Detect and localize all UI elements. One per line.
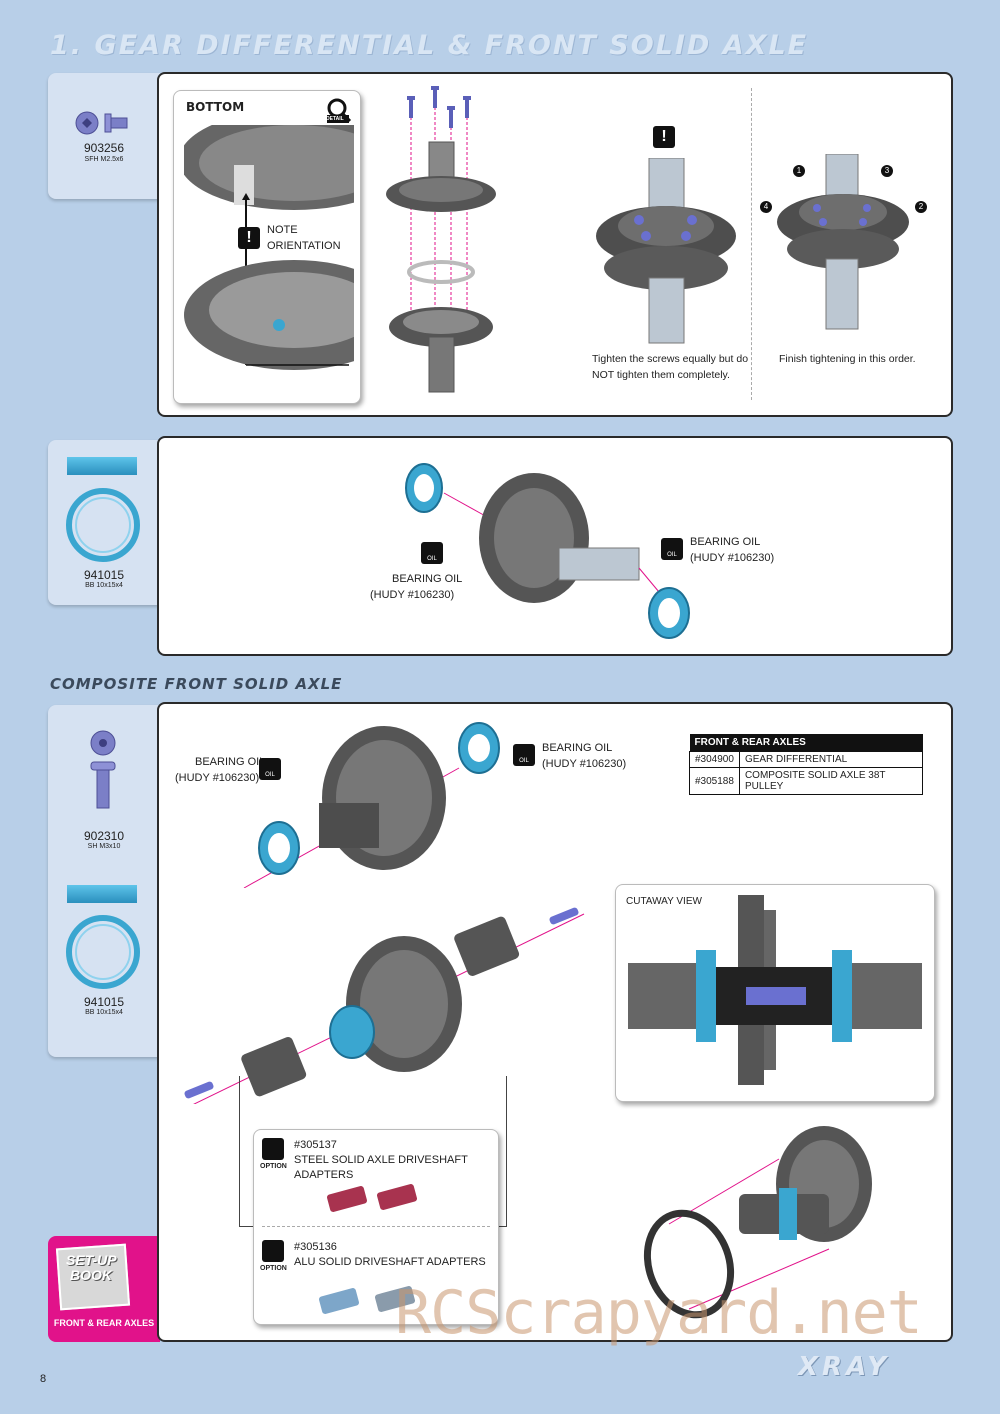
diff-assembly-order-illustration (777, 154, 909, 330)
oil-icon: OIL (661, 538, 683, 560)
part-code: #305188 (689, 767, 740, 795)
part-number: 941015 (83, 568, 125, 582)
bearing-oil-label: BEARING OIL (392, 573, 463, 585)
note-label: NOTE (267, 224, 298, 236)
option-code: #305137 (294, 1139, 337, 1151)
step-panel-2: OIL BEARING OIL (HUDY #106230) OIL BEARI… (157, 436, 953, 656)
diff-case-detail-illustration (184, 125, 354, 370)
oil-icon: OIL (421, 542, 443, 564)
tighten-caption-line2: NOT tighten them completely. (592, 369, 730, 381)
detail-label: DETAIL (326, 116, 344, 122)
bearing-oil-ref: (HUDY #106230) (690, 552, 775, 564)
option-divider (262, 1226, 490, 1227)
part-number: 941015 (83, 995, 125, 1009)
page-number: 8 (40, 1373, 47, 1385)
bottom-label: BOTTOM (186, 100, 245, 114)
order-badge-2: 2 (915, 201, 927, 213)
bearing-face-icon (66, 488, 140, 562)
diff-exploded-illustration (386, 86, 496, 393)
brand-logo: XRAY (798, 1352, 891, 1382)
bearing-oil-ref: (HUDY #106230) (542, 758, 627, 770)
thumbs-up-icon (262, 1240, 284, 1262)
thumbs-up-icon (262, 1138, 284, 1160)
orientation-label: ORIENTATION (267, 240, 341, 252)
oil-icon: OIL (513, 744, 535, 766)
option-name: ALU SOLID DRIVESHAFT ADAPTERS (294, 1256, 486, 1268)
option-box: OPTION #305137 STEEL SOLID AXLE DRIVESHA… (253, 1129, 499, 1325)
setup-book-title: BOOK (70, 1267, 112, 1283)
step-panel-3: BEARING OIL (HUDY #106230) OIL OIL BEARI… (157, 702, 953, 1342)
screw-902310-icon (90, 730, 116, 809)
part-description: BB 10x15x4 (85, 1009, 123, 1016)
screw-903256-icon (75, 111, 128, 135)
option-code: #305136 (294, 1241, 337, 1253)
step-divider (751, 88, 752, 400)
part-description: SFH M2.5x6 (84, 156, 124, 163)
detail-view-box: BOTTOM DETAIL ! NOTE ORIENTATION (173, 90, 361, 404)
oil-icon: OIL (259, 758, 281, 780)
bearing-oil-label: BEARING OIL (690, 536, 761, 548)
parts-tab-3: 902310 SH M3x10 941015 BB 10x15x4 (48, 705, 160, 1057)
bearing-oil-ref: (HUDY #106230) (175, 772, 260, 784)
option-label: OPTION (260, 1265, 287, 1272)
bearing-face-icon (66, 915, 140, 989)
watermark: RCScrapyard.net (395, 1278, 923, 1348)
part-description: BB 10x15x4 (85, 582, 123, 589)
warning-icon: ! (238, 227, 260, 249)
detail-magnifier-icon (327, 98, 352, 123)
page-title: 1. GEAR DIFFERENTIAL & FRONT SOLID AXLE (50, 30, 809, 61)
cutaway-label: CUTAWAY VIEW (626, 896, 702, 907)
bearing-oil-label: BEARING OIL (195, 756, 266, 768)
bearing-oil-label: BEARING OIL (542, 742, 613, 754)
alu-adapter-illustration (318, 1286, 416, 1314)
table-row: #304900 GEAR DIFFERENTIAL (689, 751, 924, 768)
setup-book-title: SET-UP (66, 1252, 117, 1268)
solid-axle-adapters-illustration (184, 907, 585, 1104)
part-name: COMPOSITE SOLID AXLE 38T PULLEY (738, 767, 924, 795)
order-badge-1: 1 (793, 165, 805, 177)
setup-book-tab[interactable]: SET-UP BOOK FRONT & REAR AXLES (48, 1236, 160, 1342)
diff-bearing-install-illustration (405, 463, 690, 639)
part-name: GEAR DIFFERENTIAL (738, 751, 924, 768)
bearing-oil-ref: (HUDY #106230) (370, 589, 455, 601)
part-number: 902310 (83, 829, 125, 843)
step-panel-1: BOTTOM DETAIL ! NOTE ORIENTATION (157, 72, 953, 417)
cutaway-illustration (628, 895, 922, 1085)
finish-caption: Finish tightening in this order. (779, 353, 916, 365)
part-code: #304900 (689, 751, 740, 768)
section-subtitle: COMPOSITE FRONT SOLID AXLE (50, 675, 343, 693)
tighten-caption-line1: Tighten the screws equally but do (592, 353, 749, 365)
solid-axle-bearing-illustration (243, 722, 500, 888)
order-badge-4: 4 (760, 201, 772, 213)
bearing-side-icon (67, 885, 137, 903)
parts-tab-2: 941015 BB 10x15x4 (48, 440, 160, 605)
part-number: 903256 (83, 141, 125, 155)
table-row: #305188 COMPOSITE SOLID AXLE 38T PULLEY (689, 767, 924, 795)
parts-tab-1: 903256 SFH M2.5x6 (48, 73, 160, 199)
option-name: STEEL SOLID AXLE DRIVESHAFT ADAPTERS (294, 1154, 468, 1181)
bearing-side-icon (67, 457, 137, 475)
warning-icon: ! (653, 126, 675, 148)
cutaway-view-box: CUTAWAY VIEW (615, 884, 935, 1102)
order-badge-3: 3 (881, 165, 893, 177)
oring-install-illustration (643, 1126, 872, 1319)
table-header: FRONT & REAR AXLES (689, 734, 923, 752)
parts-reference-table: FRONT & REAR AXLES #304900 GEAR DIFFEREN… (689, 734, 924, 795)
setup-book-label: FRONT & REAR AXLES (53, 1318, 155, 1328)
steel-adapter-illustration (326, 1184, 418, 1212)
option-label: OPTION (260, 1163, 287, 1170)
part-description: SH M3x10 (87, 843, 121, 850)
diff-assembly-tighten-illustration (596, 158, 736, 344)
